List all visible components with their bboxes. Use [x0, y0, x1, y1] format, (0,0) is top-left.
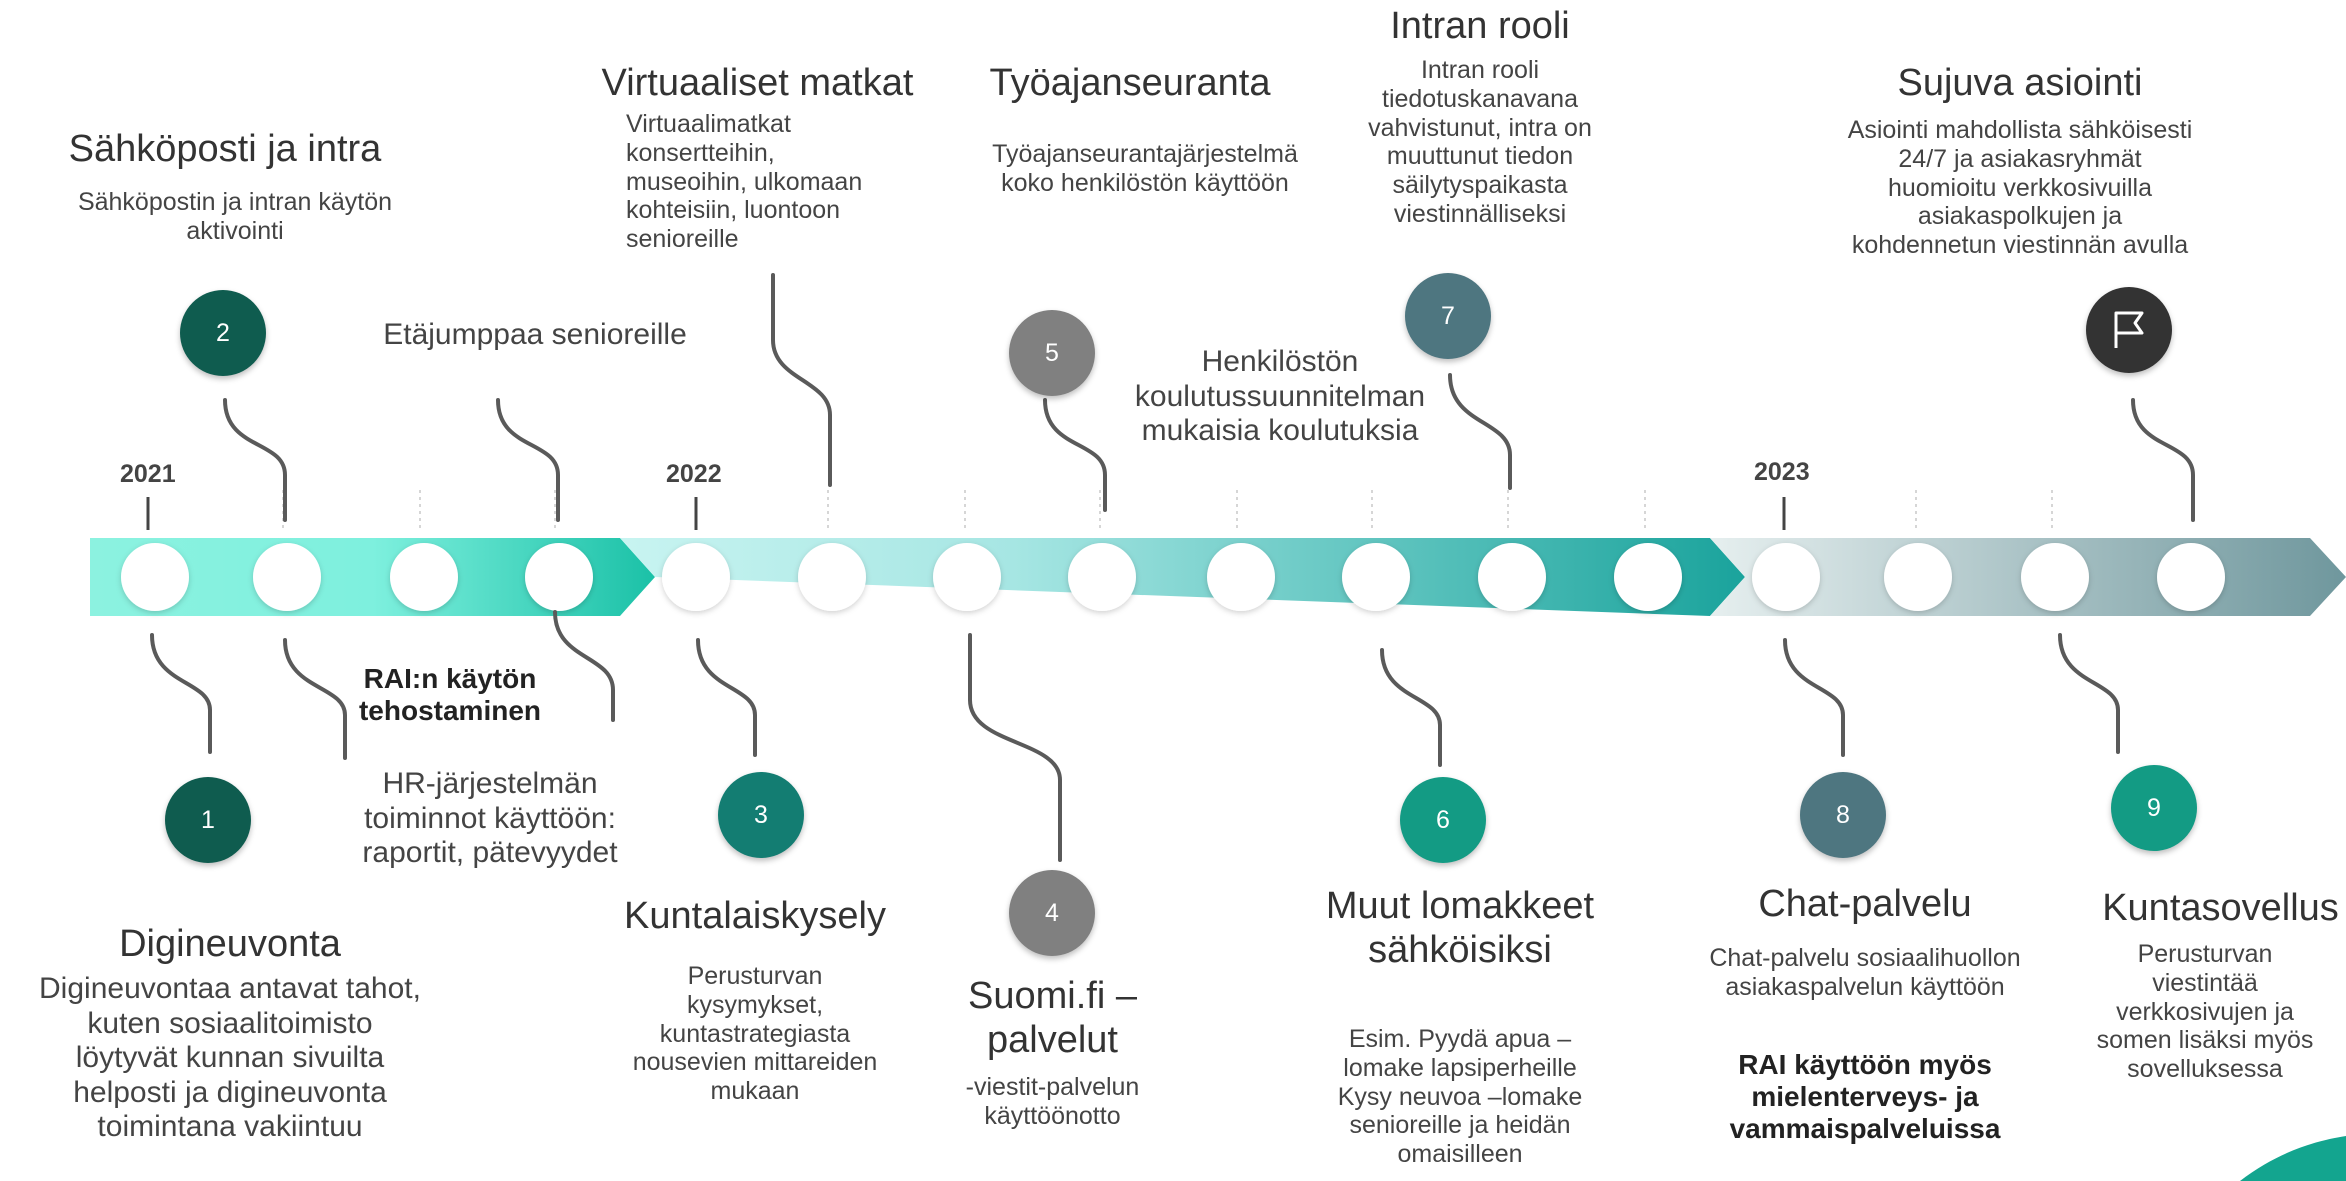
milestone-5: 5	[1009, 310, 1095, 396]
kuntalaiskysely-title: Kuntalaiskysely	[624, 895, 886, 937]
rai-text: RAI:n käytön tehostaminen	[358, 663, 542, 727]
sahkoposti-desc: Sähköpostin ja intran käytön aktivointi	[77, 188, 393, 245]
kuntalaiskysely-desc: Perusturvan kysymykset, kuntastrategiast…	[632, 962, 878, 1105]
timeline-nodes	[121, 543, 2225, 611]
etajumppa-text: Etäjumppaa senioreille	[383, 318, 687, 351]
sujuva-title: Sujuva asiointi	[1897, 62, 2143, 104]
milestone-6: 6	[1400, 777, 1486, 863]
chat-extra: RAI käyttöön myös mielenterveys- ja vamm…	[1729, 1049, 2001, 1145]
suomifi-title: Suomi.fi – palvelut	[968, 975, 1137, 1061]
kuntasovellus-desc: Perusturvan viestintää verkkosivujen ja …	[2096, 940, 2314, 1083]
flag-icon	[2114, 311, 2144, 348]
milestone-7: 7	[1405, 273, 1491, 359]
timeline-band-2022	[620, 538, 1745, 616]
sujuva-desc: Asiointi mahdollista sähköisesti 24/7 ja…	[1847, 116, 2193, 259]
milestone-2: 2	[180, 290, 266, 376]
milestone-1: 1	[165, 777, 251, 863]
intran-rooli-desc: Intran rooli tiedotuskanavana vahvistunu…	[1368, 56, 1592, 228]
virtuaaliset-title: Virtuaaliset matkat	[601, 62, 914, 104]
connectors	[150, 273, 2195, 862]
milestone-flag	[2086, 287, 2172, 373]
tyoajanseuranta-title: Työajanseuranta	[989, 62, 1271, 104]
grid-lines	[282, 490, 2053, 532]
digineuvonta-title: Digineuvonta	[119, 923, 341, 965]
digineuvonta-desc: Digineuvontaa antavat tahot, kuten sosia…	[39, 972, 421, 1143]
milestone-4: 4	[1009, 870, 1095, 956]
year-label-2022: 2022	[666, 460, 722, 488]
milestone-3: 3	[718, 772, 804, 858]
corner-wave-decoration	[2240, 1136, 2346, 1181]
sahkoposti-title: Sähköposti ja intra	[68, 128, 382, 170]
intran-rooli-title: Intran rooli	[1390, 5, 1570, 47]
hr-text: HR-järjestelmän toiminnot käyttöön: rapo…	[362, 767, 618, 869]
koulutus-text: Henkilöstön koulutussuunnitelman mukaisi…	[1134, 345, 1426, 447]
lomakkeet-desc: Esim. Pyydä apua – lomake lapsiperheille…	[1337, 1025, 1583, 1168]
year-ticks	[146, 497, 1786, 530]
tyoajanseuranta-desc: Työajanseurantajärjestelmä koko henkilös…	[992, 140, 1298, 197]
year-label-2023: 2023	[1754, 458, 1810, 486]
milestone-8: 8	[1800, 772, 1886, 858]
chat-title: Chat-palvelu	[1758, 883, 1972, 925]
virtuaaliset-desc: Virtuaalimatkat konsertteihin, museoihin…	[626, 110, 863, 253]
lomakkeet-title: Muut lomakkeet sähköisiksi	[1325, 885, 1595, 971]
suomifi-desc: -viestit-palvelun käyttöönotto	[965, 1073, 1140, 1130]
milestone-9: 9	[2111, 765, 2197, 851]
kuntasovellus-title: Kuntasovellus	[2102, 887, 2339, 929]
chat-desc: Chat-palvelu sosiaalihuollon asiakaspalv…	[1709, 944, 2021, 1001]
year-label-2021: 2021	[120, 460, 176, 488]
timeline-band-2021	[90, 538, 655, 616]
